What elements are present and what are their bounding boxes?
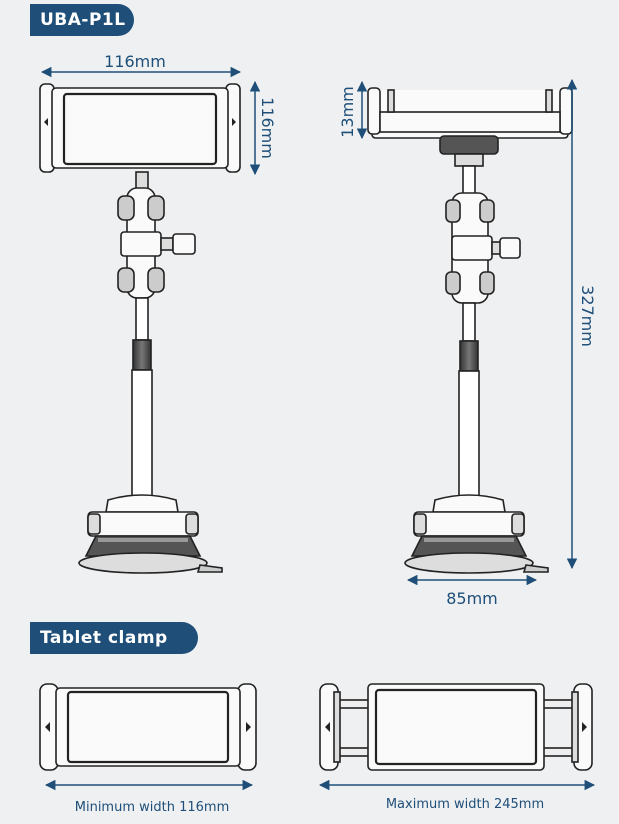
model-tag: UBA-P1L <box>30 4 134 36</box>
clamp-depth-label: 13mm <box>338 86 357 138</box>
tablet-clamp-tag: Tablet clamp <box>30 622 198 654</box>
front-width-label: 116mm <box>104 52 166 71</box>
total-height-label: 327mm <box>578 285 597 347</box>
min-width-caption: Minimum width 116mm <box>75 800 229 815</box>
front-height-label: 116mm <box>258 97 277 159</box>
clamp-min-width <box>39 683 257 771</box>
front-view-mount <box>39 83 241 574</box>
side-view-mount <box>367 87 573 574</box>
base-width-label: 85mm <box>446 589 498 608</box>
max-width-caption: Maximum width 245mm <box>386 797 544 812</box>
clamp-max-width <box>319 683 593 771</box>
